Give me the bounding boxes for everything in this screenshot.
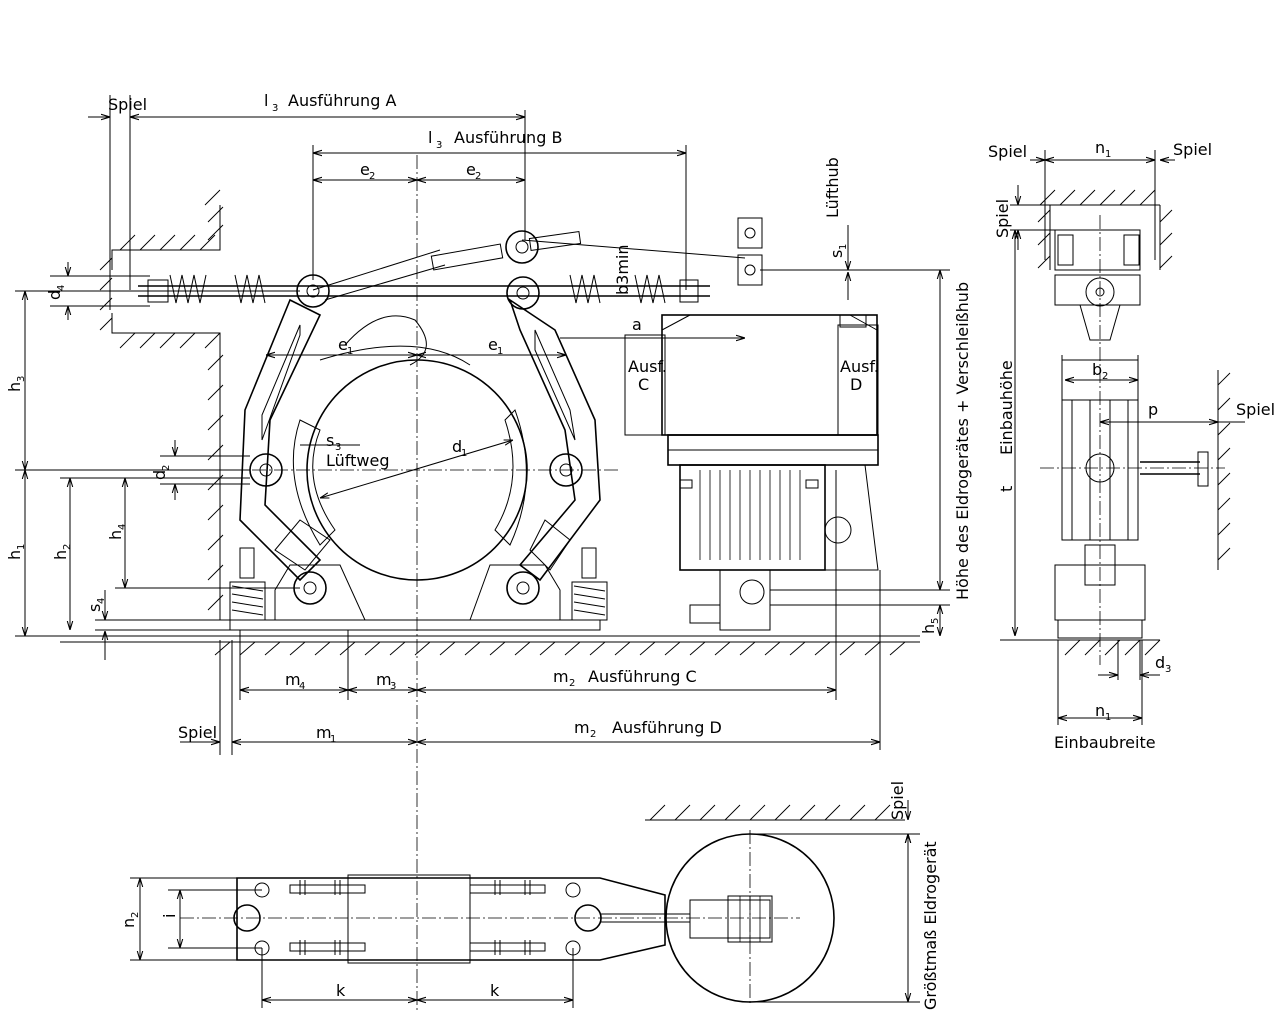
k-right-label: k bbox=[490, 981, 500, 1000]
ausf-c-label: Ausf. bbox=[628, 357, 667, 376]
d4-sub: 4 bbox=[56, 285, 67, 291]
d2-sub: 2 bbox=[161, 465, 172, 471]
d3-sub: 3 bbox=[1165, 664, 1171, 675]
h1-letter: h bbox=[5, 550, 24, 560]
einbauhoehe-label: Einbauhöhe bbox=[997, 360, 1016, 455]
e1-left-letter: e bbox=[338, 335, 348, 354]
groesstmass-label: Größtmaß Eldrogerät bbox=[921, 841, 940, 1010]
h3-letter: h bbox=[5, 382, 24, 392]
k-left-label: k bbox=[336, 981, 346, 1000]
m3-sub: 3 bbox=[390, 681, 396, 692]
n2-letter: n bbox=[119, 918, 138, 928]
l3-b-sub: 3 bbox=[436, 140, 442, 151]
h2-letter: h bbox=[51, 550, 70, 560]
m1-sub: 1 bbox=[330, 734, 336, 745]
spiel-label-m: Spiel bbox=[178, 723, 217, 742]
spiel-label-side-right: Spiel bbox=[1173, 140, 1212, 159]
l3-a-text: Ausführung A bbox=[288, 91, 396, 110]
e1-right-sub: 1 bbox=[497, 346, 503, 357]
thruster bbox=[624, 217, 879, 631]
einbaubreite-label: Einbaubreite bbox=[1054, 733, 1156, 752]
e2-left-letter: e bbox=[360, 160, 370, 179]
top-view: n 2 i k k Spiel Größtmaß Eldrogerät bbox=[119, 781, 940, 1010]
spiel-label-side-vert: Spiel bbox=[993, 199, 1012, 238]
s1-letter: s bbox=[827, 250, 846, 258]
e2-right-letter: e bbox=[466, 160, 476, 179]
ausf-d-letter: D bbox=[850, 375, 862, 394]
s4-letter: s bbox=[85, 604, 104, 612]
i-label: i bbox=[160, 914, 179, 918]
e2-left-sub: 2 bbox=[369, 171, 375, 182]
l3-a-sub: 3 bbox=[272, 103, 278, 114]
d2-letter: d bbox=[150, 470, 169, 480]
n1-top-sub: 1 bbox=[1105, 149, 1111, 160]
ausf-d-label: Ausf. bbox=[840, 357, 879, 376]
l3-b-letter: l bbox=[428, 128, 432, 147]
s1-sub: 1 bbox=[838, 244, 849, 250]
side-view: Spiel n 1 Spiel Spiel b 2 p Spiel Einbau… bbox=[988, 138, 1275, 752]
brake-arm-left bbox=[239, 274, 366, 621]
hoehe-label: Höhe des Eldrogerätes + Verschleißhub bbox=[953, 282, 972, 600]
wall-left bbox=[99, 189, 224, 620]
spiel-label-top: Spiel bbox=[888, 781, 907, 820]
d3-letter: d bbox=[1155, 653, 1165, 672]
d4-letter: d bbox=[45, 290, 64, 300]
h4-sub: 4 bbox=[117, 524, 128, 530]
b2-sub: 2 bbox=[1102, 371, 1108, 382]
p-label: p bbox=[1148, 400, 1158, 419]
floor bbox=[60, 635, 920, 656]
e2-right-sub: 2 bbox=[475, 171, 481, 182]
m4-letter: m bbox=[285, 670, 301, 689]
n1-top-letter: n bbox=[1095, 138, 1105, 157]
h3-sub: 3 bbox=[16, 376, 27, 382]
m2d-text: Ausführung D bbox=[612, 718, 722, 737]
base-plate bbox=[229, 619, 601, 631]
spiel-label-a: Spiel bbox=[108, 95, 147, 114]
h1-sub: 1 bbox=[16, 544, 27, 550]
m4-sub: 4 bbox=[299, 681, 305, 692]
luftweg-label: Lüftweg bbox=[326, 451, 389, 470]
l3-b-text: Ausführung B bbox=[454, 128, 562, 147]
n1-bottom-sub: 1 bbox=[1105, 712, 1111, 723]
lufthub-label: Lüfthub bbox=[823, 157, 842, 218]
front-view: Spiel l 3 Ausführung A l 3 Ausführung B … bbox=[5, 91, 972, 1010]
l3-a-letter: l bbox=[264, 91, 268, 110]
s3-letter: s bbox=[326, 431, 334, 450]
h4-letter: h bbox=[106, 530, 125, 540]
h2-sub: 2 bbox=[62, 544, 73, 550]
m2c-text: Ausführung C bbox=[588, 667, 697, 686]
pull-rod bbox=[138, 231, 746, 304]
m2c-sub: 2 bbox=[569, 678, 575, 689]
d1-letter: d bbox=[452, 437, 462, 456]
b3min-label: b3min bbox=[613, 244, 632, 295]
e1-left-sub: 1 bbox=[347, 346, 353, 357]
h5-letter: h bbox=[919, 624, 938, 634]
spiel-label-p: Spiel bbox=[1236, 400, 1275, 419]
springs-bottom bbox=[229, 547, 608, 621]
h5-sub: 5 bbox=[930, 618, 941, 624]
d1-sub: 1 bbox=[461, 448, 467, 459]
e1-right-letter: e bbox=[488, 335, 498, 354]
s4-sub: 4 bbox=[96, 598, 107, 604]
brake-drum bbox=[230, 155, 620, 1010]
brake-arm-right bbox=[469, 230, 601, 621]
n2-sub: 2 bbox=[130, 912, 141, 918]
b2-letter: b bbox=[1092, 360, 1102, 379]
m2d-letter: m bbox=[574, 718, 590, 737]
m2c-letter: m bbox=[553, 667, 569, 686]
m3-letter: m bbox=[376, 670, 392, 689]
ausf-c-letter: C bbox=[638, 375, 649, 394]
a-label: a bbox=[632, 315, 642, 334]
n1-bottom-letter: n bbox=[1095, 701, 1105, 720]
spiel-label-side-left: Spiel bbox=[988, 142, 1027, 161]
m2d-sub: 2 bbox=[590, 729, 596, 740]
t-label: t bbox=[997, 486, 1016, 492]
m1-letter: m bbox=[316, 723, 332, 742]
